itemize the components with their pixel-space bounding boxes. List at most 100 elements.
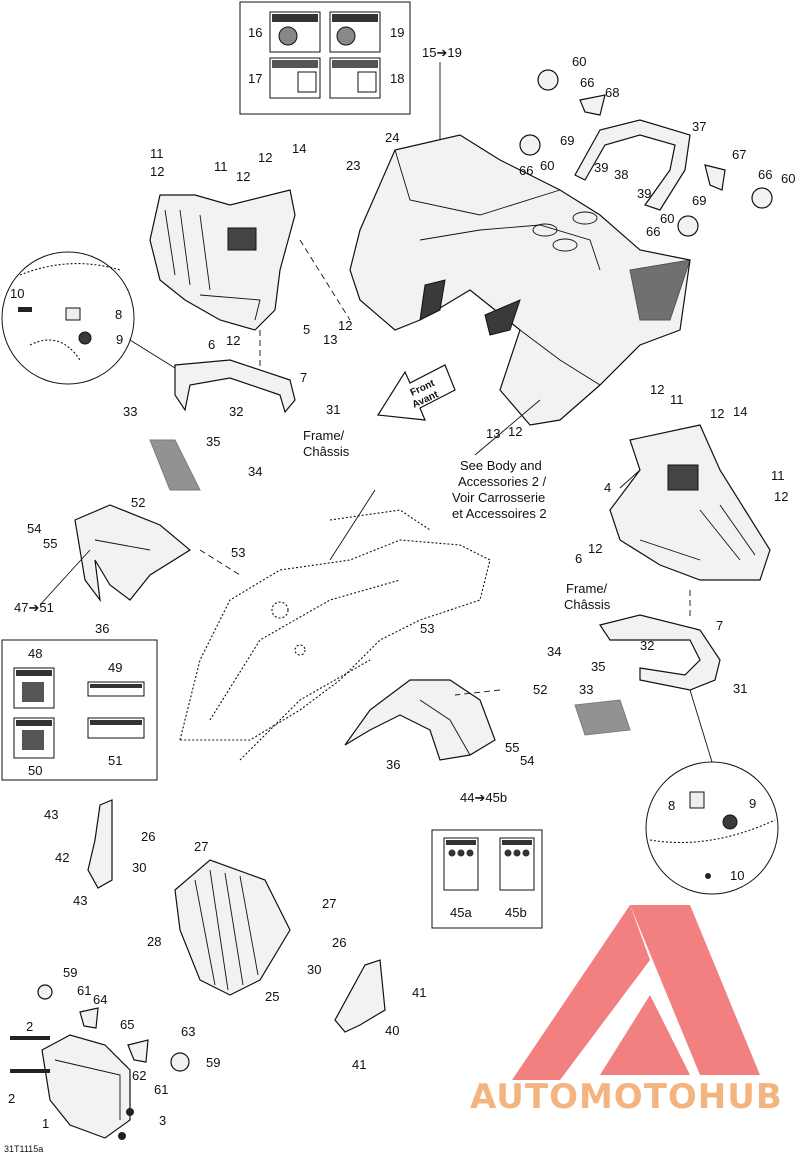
callout-12: 12 <box>338 318 352 333</box>
callout-41: 41 <box>352 1057 366 1072</box>
callout-39: 39 <box>637 186 651 201</box>
callout-66: 66 <box>646 224 660 239</box>
front-fender-body <box>349 134 691 426</box>
see-body-line-2: Accessories 2 / <box>458 474 547 489</box>
callout-23: 23 <box>346 158 360 173</box>
front-fender-left <box>74 504 192 603</box>
callout-31: 31 <box>733 681 747 696</box>
decal-45b-number: 45b <box>505 905 527 920</box>
callout-11: 11 <box>670 392 684 407</box>
callout-32: 32 <box>229 404 243 419</box>
frame-outline <box>179 489 491 761</box>
see-body-line-4: et Accessoires 2 <box>452 506 547 521</box>
front-bumper-1 <box>10 984 190 1140</box>
side-panel-4 <box>609 424 771 581</box>
callout-30: 30 <box>132 860 146 875</box>
callout-67: 67 <box>732 147 746 162</box>
callout-13: 13 <box>323 332 337 347</box>
callout-14: 14 <box>292 141 306 156</box>
decal-51-number: 51 <box>108 753 122 768</box>
callout-9: 9 <box>749 796 756 811</box>
group-label-15-19: 15➔19 <box>422 45 462 60</box>
callout-66: 66 <box>758 167 772 182</box>
callout-12: 12 <box>588 541 602 556</box>
decal-19-number: 19 <box>390 25 404 40</box>
callout-12: 12 <box>508 424 522 439</box>
callout-14: 14 <box>733 404 747 419</box>
callout-60: 60 <box>781 171 795 186</box>
decal-45a-number: 45a <box>450 905 472 920</box>
callout-43: 43 <box>73 893 87 908</box>
rear-fender-right <box>344 679 496 761</box>
callout-25: 25 <box>265 989 279 1004</box>
callout-11: 11 <box>150 146 164 161</box>
callout-13: 13 <box>486 426 500 441</box>
chassis-label-right: Châssis <box>564 597 611 612</box>
see-body-line-1: See Body and <box>460 458 542 473</box>
callout-64: 64 <box>93 992 107 1007</box>
callout-65: 65 <box>120 1017 134 1032</box>
callout-24: 24 <box>385 130 399 145</box>
callout-26: 26 <box>141 829 155 844</box>
decal-17-number: 17 <box>248 71 262 86</box>
front-arrow: Front Avant <box>376 364 456 421</box>
callout-35: 35 <box>591 659 605 674</box>
callout-69: 69 <box>560 133 574 148</box>
radiator-25 <box>174 859 291 996</box>
chassis-label-left: Châssis <box>303 444 350 459</box>
callout-39: 39 <box>594 160 608 175</box>
callout-30: 30 <box>307 962 321 977</box>
callout-62: 62 <box>132 1068 146 1083</box>
callout-53: 53 <box>231 545 245 560</box>
callout-60: 60 <box>540 158 554 173</box>
see-body-line-3: Voir Carrosserie <box>452 490 545 505</box>
callout-34: 34 <box>547 644 561 659</box>
callout-1: 1 <box>42 1116 49 1131</box>
watermark-logo: AUTOMOTOHUB <box>470 905 782 1117</box>
callout-43: 43 <box>44 807 58 822</box>
callout-36: 36 <box>95 621 109 636</box>
callout-5: 5 <box>303 322 310 337</box>
callout-69: 69 <box>692 193 706 208</box>
callout-36: 36 <box>386 757 400 772</box>
callout-40: 40 <box>385 1023 399 1038</box>
bracket-40 <box>334 959 386 1033</box>
callout-6: 6 <box>575 551 582 566</box>
callout-26: 26 <box>332 935 346 950</box>
callout-33: 33 <box>123 404 137 419</box>
decal-48-number: 48 <box>28 646 42 661</box>
frame-label-left: Frame/ <box>303 428 345 443</box>
callout-61: 61 <box>77 983 91 998</box>
callout-38: 38 <box>614 167 628 182</box>
callout-60: 60 <box>572 54 586 69</box>
callout-12: 12 <box>774 489 788 504</box>
callout-27: 27 <box>194 839 208 854</box>
callout-41: 41 <box>412 985 426 1000</box>
decal-16-number: 16 <box>248 25 262 40</box>
callout-2: 2 <box>26 1019 33 1034</box>
callout-34: 34 <box>248 464 262 479</box>
group-label-47-51: 47➔51 <box>14 600 54 615</box>
decal-set-44-45b <box>431 829 543 929</box>
callout-7: 7 <box>716 618 723 633</box>
callout-7: 7 <box>300 370 307 385</box>
callout-66: 66 <box>519 163 533 178</box>
callout-52: 52 <box>533 682 547 697</box>
diagram-code: 31T1115a <box>4 1144 43 1154</box>
callout-32: 32 <box>640 638 654 653</box>
callout-60: 60 <box>660 211 674 226</box>
callout-54: 54 <box>520 753 534 768</box>
callout-55: 55 <box>505 740 519 755</box>
callout-12: 12 <box>258 150 272 165</box>
callout-63: 63 <box>181 1024 195 1039</box>
side-panel-5 <box>149 189 296 331</box>
decal-49-number: 49 <box>108 660 122 675</box>
group-label-44-45b: 44➔45b <box>460 790 507 805</box>
callout-27: 27 <box>322 896 336 911</box>
callout-8: 8 <box>668 798 675 813</box>
callout-54: 54 <box>27 521 41 536</box>
callout-12: 12 <box>236 169 250 184</box>
footrest-31-right <box>574 614 721 736</box>
callout-33: 33 <box>579 682 593 697</box>
